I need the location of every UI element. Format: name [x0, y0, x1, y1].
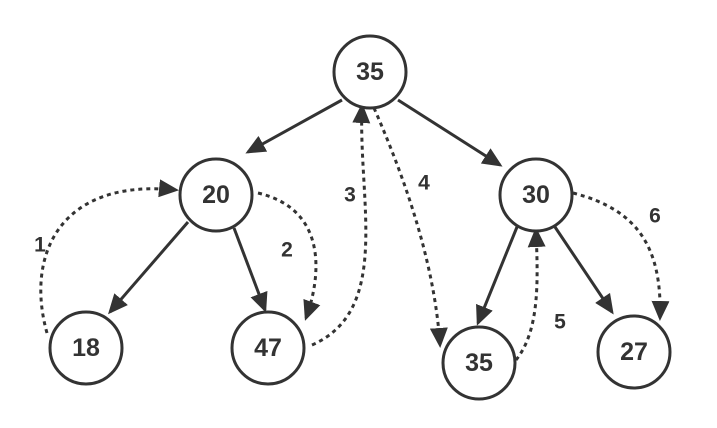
- step-label-2: 2: [281, 239, 293, 262]
- step-label-6: 6: [649, 205, 661, 228]
- step-label-3: 3: [344, 184, 356, 207]
- node-root: 35: [332, 34, 408, 110]
- edge-right-to-right-right: [553, 226, 614, 315]
- edge-left-to-left-left: [108, 221, 190, 315]
- traversal-arrow-6: [572, 191, 670, 321]
- node-right: 30: [498, 157, 574, 233]
- edge-left-to-left-right: [232, 227, 268, 313]
- node-left-label: 20: [202, 181, 230, 209]
- step-label-5: 5: [554, 311, 566, 334]
- node-right-right: 27: [596, 314, 672, 390]
- edge-root-to-right: [397, 98, 503, 167]
- node-right-left: 35: [441, 325, 517, 401]
- node-left-right: 47: [230, 310, 306, 386]
- node-root-label: 35: [356, 58, 384, 86]
- step-label-1: 1: [34, 234, 46, 257]
- node-right-label: 30: [522, 181, 550, 209]
- edge-root-to-left: [245, 98, 343, 154]
- traversal-arrow-5: [514, 227, 546, 361]
- traversal-arrow-2: [257, 191, 321, 321]
- node-left-left: 18: [48, 310, 124, 386]
- node-right-right-label: 27: [620, 338, 648, 366]
- node-left-left-label: 18: [72, 334, 100, 362]
- node-right-left-label: 35: [465, 349, 493, 377]
- edge-right-to-right-left: [476, 226, 519, 326]
- traversal-arrow-4: [372, 107, 448, 348]
- traversal-arrow-3: [311, 103, 371, 347]
- node-left-right-label: 47: [254, 334, 282, 362]
- step-label-4: 4: [418, 172, 430, 195]
- node-left: 20: [178, 157, 254, 233]
